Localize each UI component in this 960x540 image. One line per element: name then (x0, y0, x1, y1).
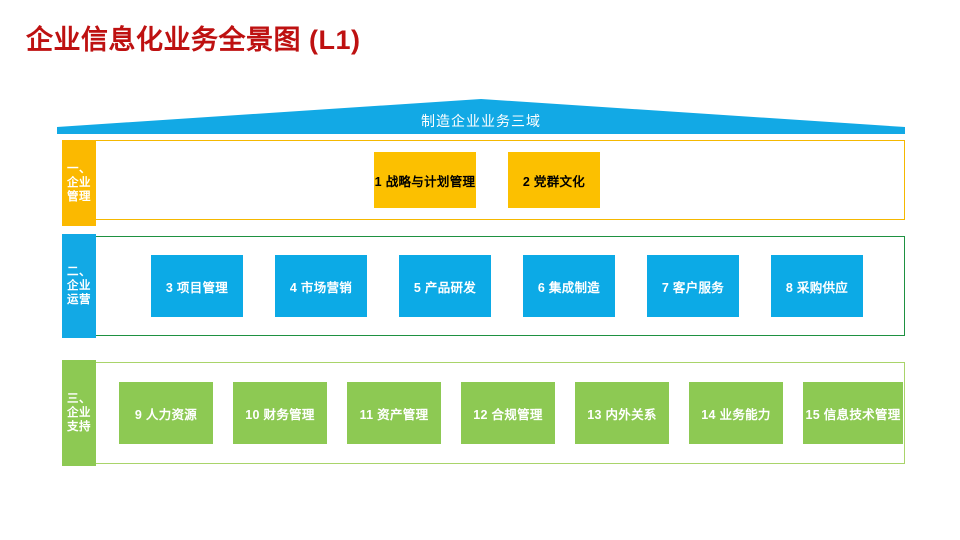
domain-card-13[interactable]: 13 内外关系 (575, 382, 669, 444)
domain-card-5[interactable]: 5 产品研发 (399, 255, 491, 317)
domain-card-7[interactable]: 7 客户服务 (647, 255, 739, 317)
domain-card-9[interactable]: 9 人力资源 (119, 382, 213, 444)
layer-tag-enterprise-support: 三、 企业 支持 (62, 360, 96, 466)
layer-row-items: 9 人力资源 10 财务管理 11 资产管理 12 合规管理 13 内外关系 1… (119, 363, 903, 463)
layer-row-enterprise-operations: 3 项目管理 4 市场营销 5 产品研发 6 集成制造 7 客户服务 8 采购供… (73, 236, 905, 336)
domain-card-2[interactable]: 2 党群文化 (508, 152, 600, 208)
layer-tag-line-1: 三、 (67, 393, 91, 405)
layer-row-enterprise-management: 1 战略与计划管理 2 党群文化 (73, 140, 905, 220)
layer-tag-line-2: 企业 (67, 177, 91, 189)
domain-card-11[interactable]: 11 资产管理 (347, 382, 441, 444)
layer-tag-line-2: 企业 (67, 407, 91, 419)
roof-shape-icon (57, 99, 905, 134)
domain-card-10[interactable]: 10 财务管理 (233, 382, 327, 444)
domain-card-15[interactable]: 15 信息技术管理 (803, 382, 903, 444)
layer-tag-line-3: 支持 (67, 421, 91, 433)
domain-card-6[interactable]: 6 集成制造 (523, 255, 615, 317)
layer-tag-line-1: 二、 (67, 266, 91, 278)
layer-tag-line-2: 企业 (67, 280, 91, 292)
domain-card-12[interactable]: 12 合规管理 (461, 382, 555, 444)
domain-card-8[interactable]: 8 采购供应 (771, 255, 863, 317)
layer-row-items: 1 战略与计划管理 2 党群文化 (374, 141, 632, 219)
layer-tag-enterprise-operations: 二、 企业 运营 (62, 234, 96, 338)
roof-banner: 制造企业业务三域 (57, 99, 905, 134)
layer-tag-line-3: 管理 (67, 191, 91, 203)
layer-tag-line-1: 一、 (67, 163, 91, 175)
domain-card-1[interactable]: 1 战略与计划管理 (374, 152, 476, 208)
layer-tag-line-3: 运营 (67, 294, 91, 306)
layer-tag-enterprise-management: 一、 企业 管理 (62, 140, 96, 226)
layer-row-enterprise-support: 9 人力资源 10 财务管理 11 资产管理 12 合规管理 13 内外关系 1… (73, 362, 905, 464)
layer-row-items: 3 项目管理 4 市场营销 5 产品研发 6 集成制造 7 客户服务 8 采购供… (151, 237, 895, 335)
domain-card-3[interactable]: 3 项目管理 (151, 255, 243, 317)
domain-card-14[interactable]: 14 业务能力 (689, 382, 783, 444)
domain-card-4[interactable]: 4 市场营销 (275, 255, 367, 317)
page-title: 企业信息化业务全景图 (L1) (26, 25, 361, 55)
